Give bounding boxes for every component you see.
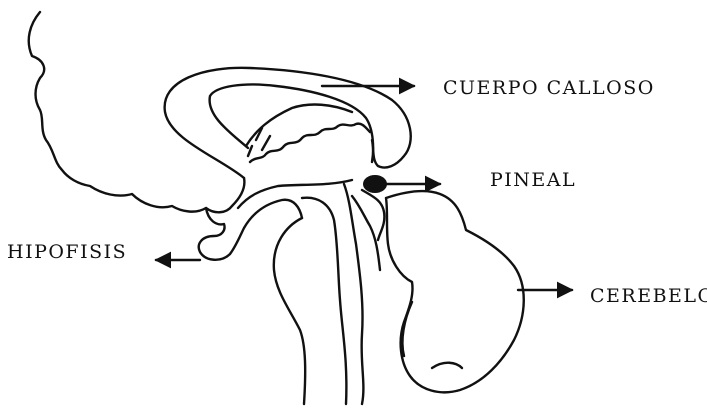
pituitary-label: HIPOFISIS xyxy=(7,243,127,262)
fornix-wavy-border xyxy=(250,124,370,162)
brainstem-anterior xyxy=(302,198,346,404)
cerebellum-label: CEREBELO xyxy=(590,287,707,306)
cerebral-aqueduct xyxy=(352,196,380,270)
septum-lines xyxy=(248,128,270,156)
corpus-callosum-outer xyxy=(165,68,411,178)
corpus-callosum-inner xyxy=(210,84,374,162)
cerebellum-fissure-lower xyxy=(432,363,462,368)
brainstem-outline xyxy=(274,218,305,404)
pineal-label: PINEAL xyxy=(490,171,576,190)
cerebellum-outline xyxy=(386,191,524,392)
corpus-callosum-label: CUERPO CALLOSO xyxy=(443,79,655,98)
